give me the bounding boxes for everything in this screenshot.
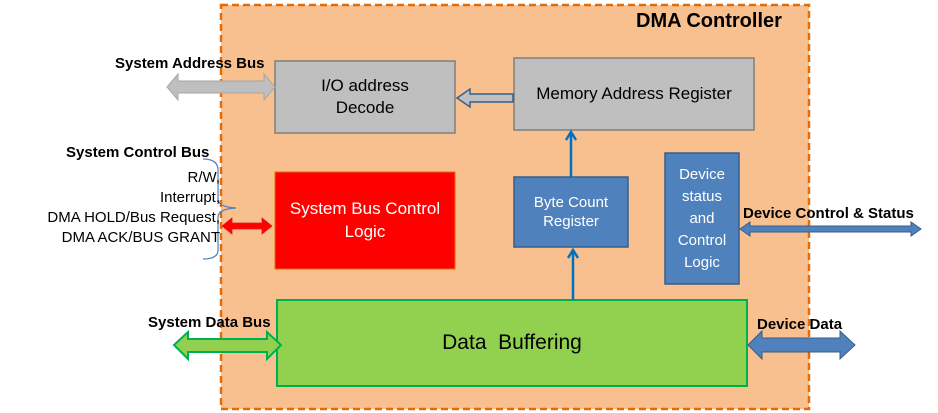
system-data-bus-arrow xyxy=(172,329,283,362)
system-address-bus-arrow xyxy=(166,72,276,102)
byte-count-register-text: Byte Count Register xyxy=(533,193,609,231)
memory-address-register-block xyxy=(513,57,755,131)
data-buffering-to-byte-count-arrow xyxy=(566,247,580,300)
system-data-bus-label: System Data Bus xyxy=(148,314,271,331)
control-signals-list: R/W, Interrupt, DMA HOLD/Bus Request, DM… xyxy=(47,168,220,248)
io-address-decode-text: I/O address Decode xyxy=(321,75,409,117)
memory-address-register-text: Memory Address Register xyxy=(536,83,732,103)
device-status-control-block xyxy=(664,152,740,285)
system-bus-control-logic-text: System Bus Control Logic xyxy=(289,199,441,241)
device-control-status-label: Device Control & Status xyxy=(743,205,914,222)
dma-controller-title: DMA Controller xyxy=(636,10,782,32)
control-signal-interrupt: Interrupt, xyxy=(159,189,220,206)
control-signal-rw: R/W, xyxy=(187,169,221,186)
device-control-status-arrow xyxy=(739,221,922,237)
control-signal-dma-ack: DMA ACK/BUS GRANT xyxy=(61,229,220,246)
system-control-bus-label: System Control Bus xyxy=(66,144,210,161)
data-buffering-block xyxy=(276,299,748,387)
device-status-control-text: Device status and Control Logic xyxy=(677,165,727,271)
system-control-bus-arrow xyxy=(221,217,273,235)
data-buffering-text: Data Buffering xyxy=(442,331,582,355)
system-bus-control-logic-block xyxy=(274,171,456,270)
device-data-label: Device Data xyxy=(757,316,843,333)
control-signals-brace-icon xyxy=(202,158,237,260)
device-data-arrow xyxy=(747,329,856,361)
mar-to-io-decode-arrow xyxy=(455,87,514,109)
control-signal-dma-hold: DMA HOLD/Bus Request, xyxy=(47,209,220,226)
system-address-bus-label: System Address Bus xyxy=(115,55,265,72)
byte-count-to-mar-arrow xyxy=(564,129,578,177)
io-address-decode-block xyxy=(274,60,456,134)
